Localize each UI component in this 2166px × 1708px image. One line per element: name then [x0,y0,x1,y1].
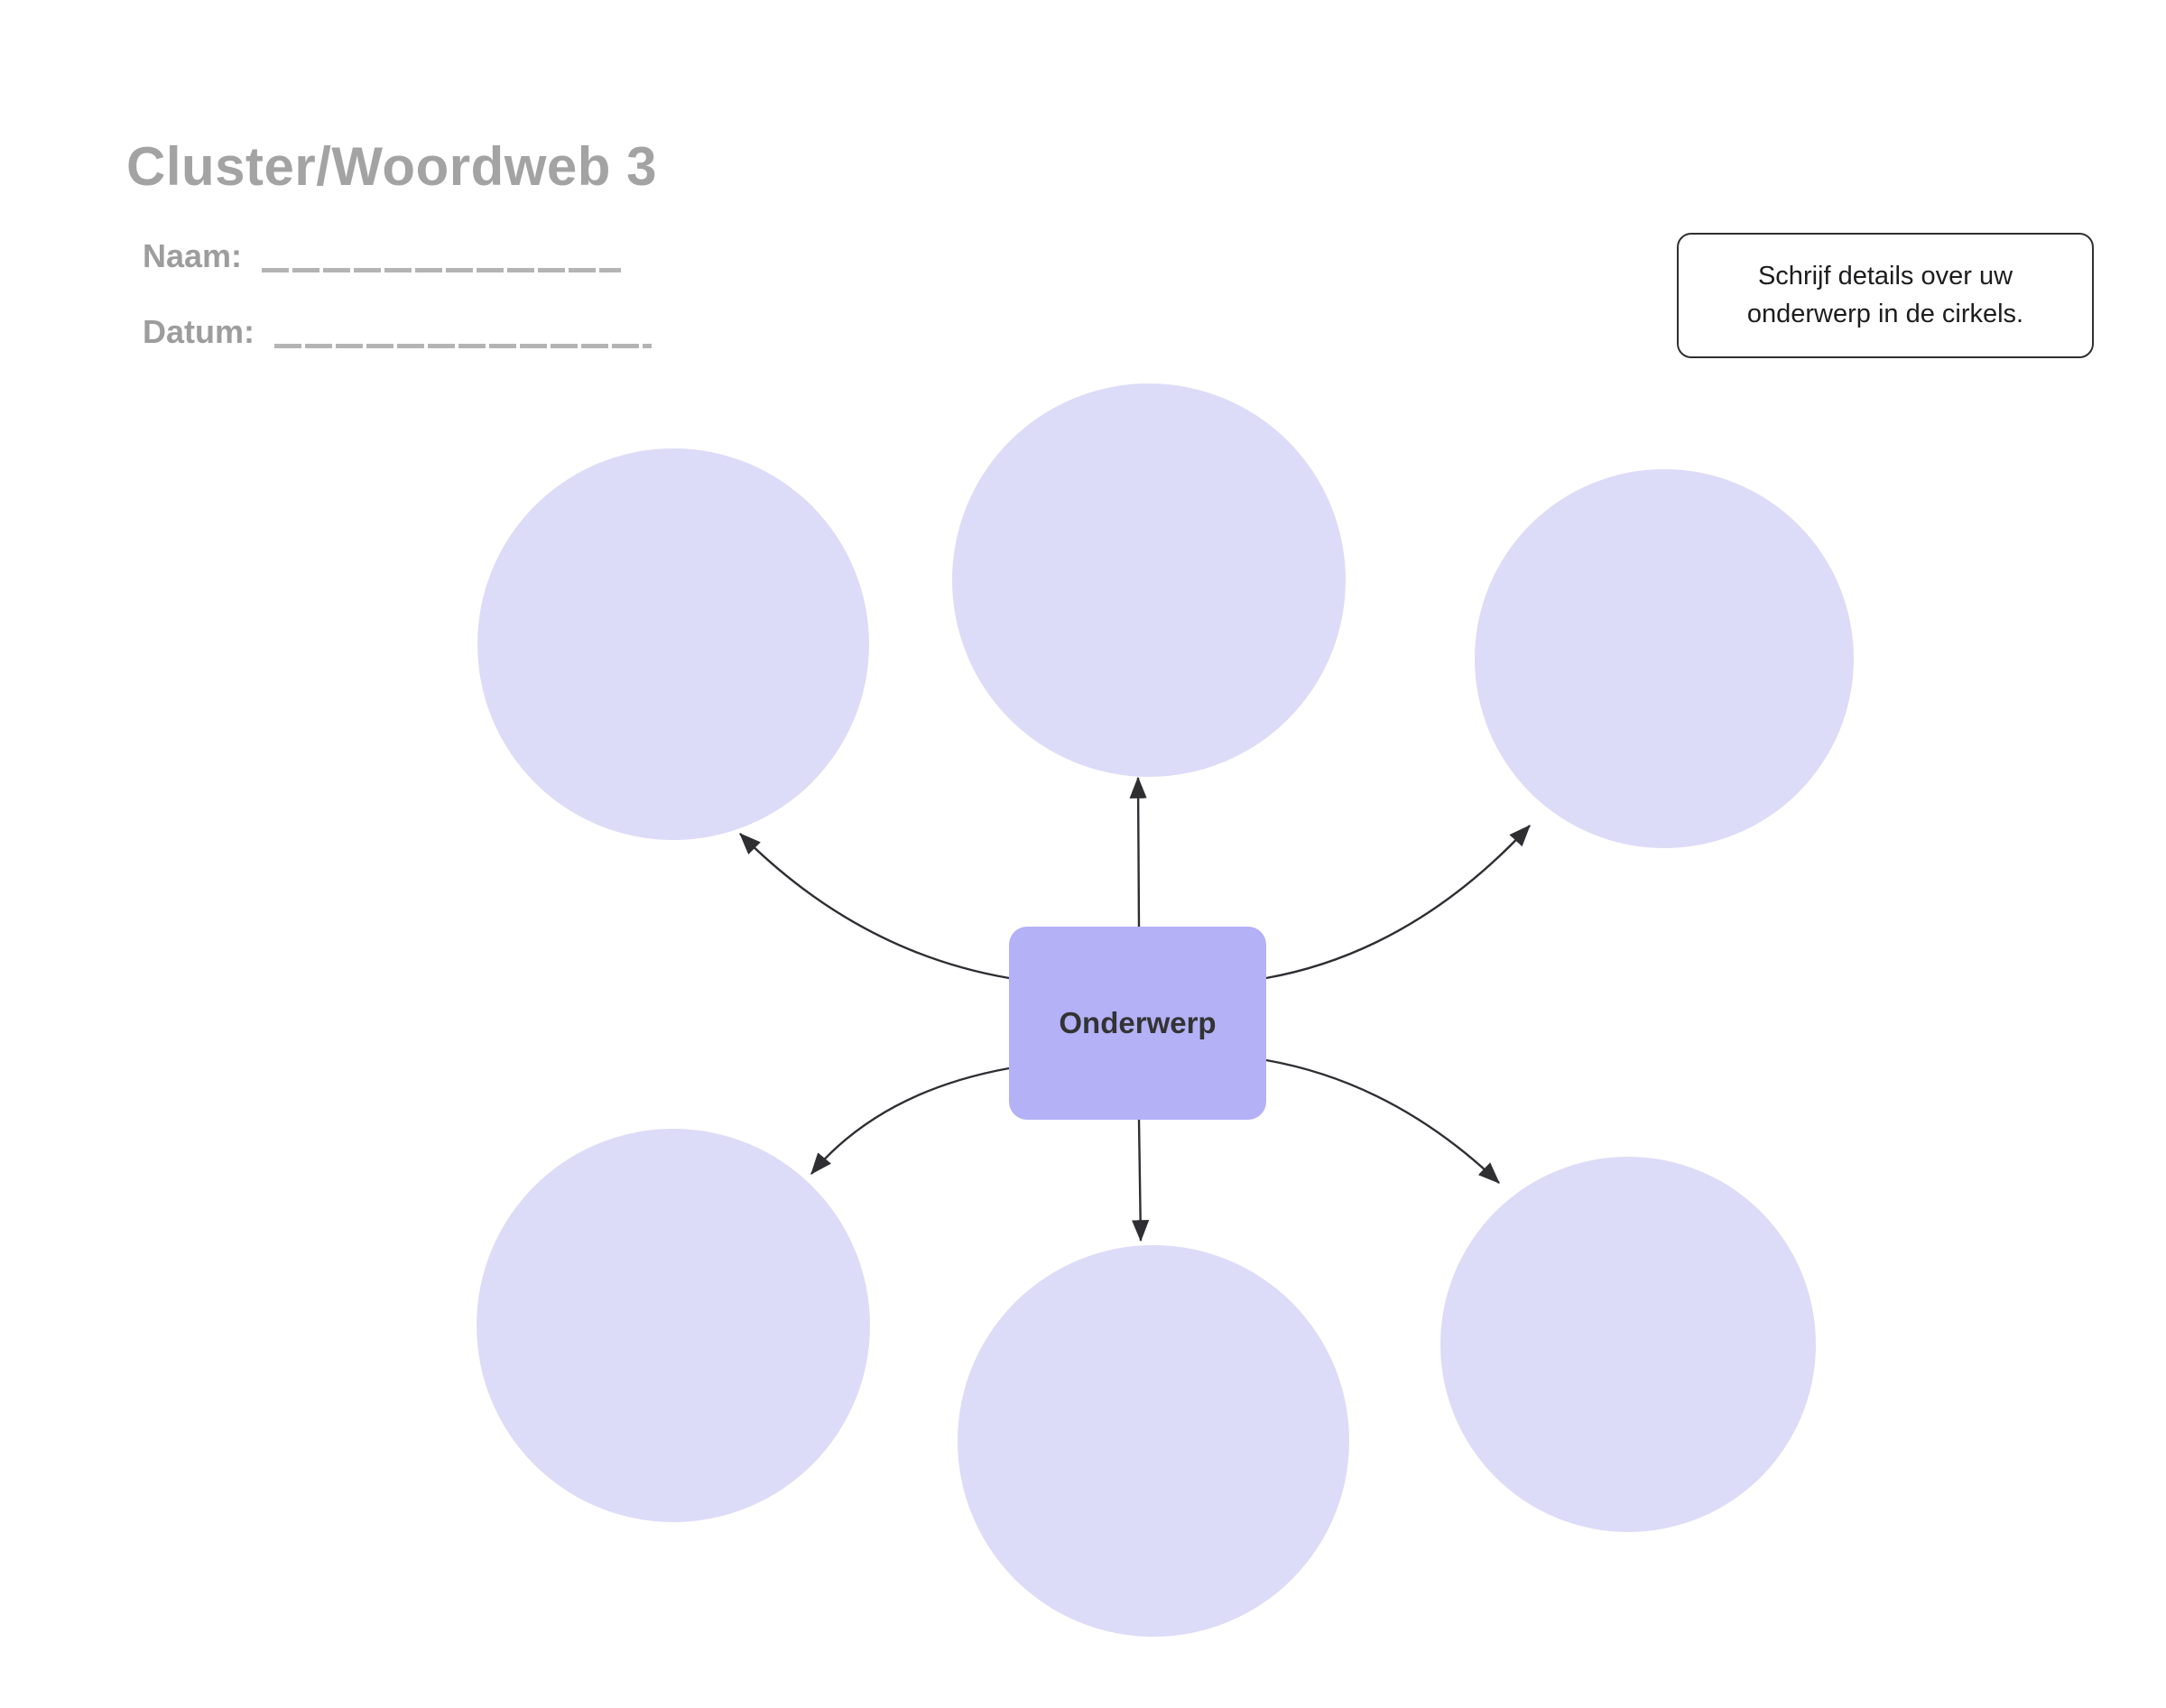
arrow-to-bottom-left-circle [810,1066,1010,1175]
detail-circle-bottom-left[interactable] [477,1129,870,1522]
detail-circle-bottom-middle[interactable] [958,1245,1349,1637]
date-input-line[interactable] [274,316,652,348]
date-field: Datum: [143,316,652,348]
instruction-note: Schrijf details over uw onderwerp in de … [1677,233,2094,358]
page-title: Cluster/Woordweb 3 [126,136,657,197]
name-label: Naam: [143,237,243,274]
center-topic-box[interactable]: Onderwerp [1009,927,1266,1120]
name-input-line[interactable] [262,240,622,272]
instruction-text-line1: Schrijf details over uw [1757,262,2013,291]
name-field: Naam: [143,237,622,274]
arrow-to-top-left-circle [739,833,1010,980]
arrow-to-bottom-middle-circle [1132,1119,1150,1242]
instruction-text-line2: onderwerp in de cirkels. [1746,299,2024,328]
detail-circle-top-middle[interactable] [952,383,1346,777]
detail-circle-top-left[interactable] [477,448,869,840]
center-topic-label: Onderwerp [1059,1006,1217,1039]
detail-circle-top-right[interactable] [1475,469,1854,848]
date-label: Datum: [143,313,255,350]
arrow-to-top-right-circle [1265,825,1531,980]
detail-circle-bottom-right[interactable] [1440,1157,1816,1532]
arrow-to-bottom-right-circle [1265,1058,1500,1184]
arrow-to-top-middle-circle [1129,776,1147,928]
